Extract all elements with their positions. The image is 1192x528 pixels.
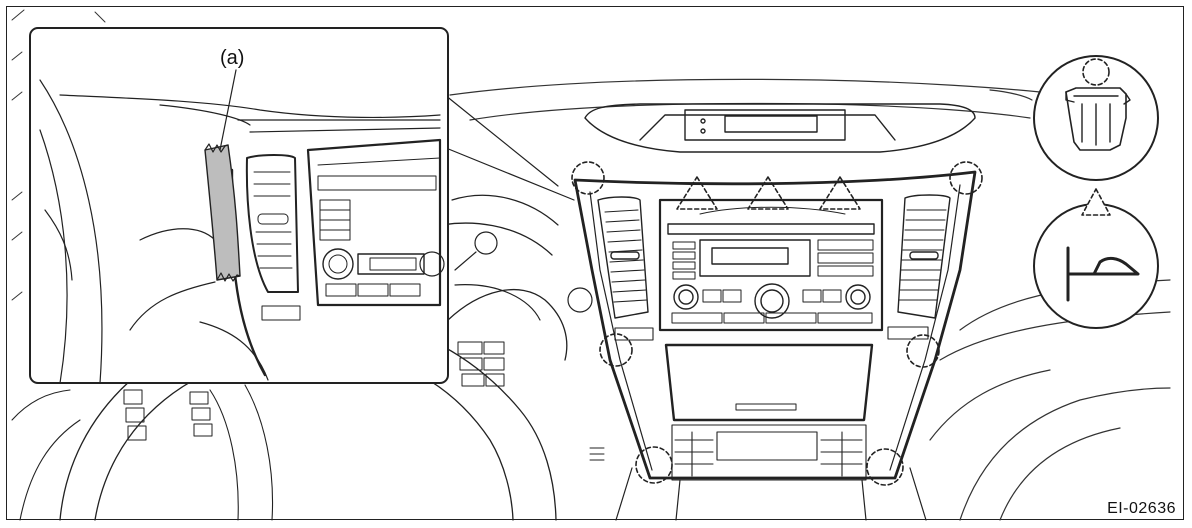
display-hood (584, 103, 976, 153)
left-air-vent (597, 196, 649, 319)
climate-panel (671, 424, 867, 481)
small-switch-lines (589, 447, 605, 461)
center-panel (573, 170, 977, 480)
left-pillar-lines (11, 384, 274, 521)
right-air-vent (897, 194, 951, 319)
storage-pocket (664, 343, 874, 422)
speedometer-detail (451, 194, 593, 321)
inset-leader-lines (444, 94, 575, 201)
figure-id: EI-02636 (1107, 500, 1176, 517)
callout-label-a: (a) (220, 47, 245, 69)
inset-panel (29, 27, 449, 384)
claw-location-markers (676, 176, 861, 210)
callout-leader (219, 69, 237, 151)
clip-icon (1033, 55, 1159, 181)
console-lines (615, 467, 927, 521)
audio-unit (658, 198, 884, 332)
clip-cross-section-icon (1033, 188, 1159, 329)
edge-ticks (11, 9, 106, 301)
wheel-buttons (123, 341, 505, 441)
clip-location-markers (571, 161, 983, 486)
center-panel-inner (589, 184, 961, 471)
